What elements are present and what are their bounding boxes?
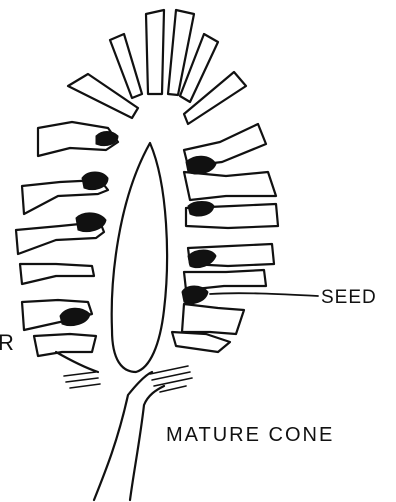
seed <box>60 308 90 325</box>
seed <box>76 213 106 232</box>
central-axis <box>112 143 167 372</box>
top-scales <box>68 10 246 124</box>
right-scales <box>172 124 278 352</box>
cropped-label-fragment: R <box>0 330 15 356</box>
cone-stalk <box>94 372 164 500</box>
seed-pointer-line <box>210 293 318 296</box>
seeds <box>60 132 216 326</box>
seed <box>188 202 214 216</box>
left-scales <box>16 122 118 372</box>
seed <box>186 156 216 174</box>
seed-label: SEED <box>321 287 377 309</box>
seed <box>82 172 108 190</box>
seed <box>182 286 208 304</box>
diagram-title: MATURE CONE <box>166 424 334 447</box>
